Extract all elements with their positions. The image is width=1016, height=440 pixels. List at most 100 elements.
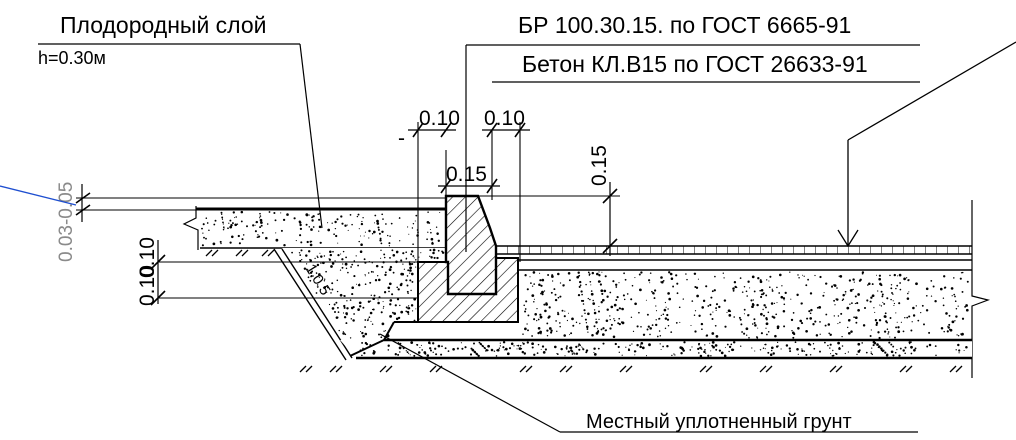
sand-speck <box>698 344 700 346</box>
sand-speck <box>699 346 702 350</box>
sand-speck <box>312 226 315 228</box>
sand-speck <box>876 343 879 346</box>
sand-speck <box>627 348 631 352</box>
sand-speck <box>629 344 631 347</box>
sand-speck <box>711 290 714 293</box>
sand-speck <box>566 319 568 322</box>
sand-speck <box>857 342 861 346</box>
sand-speck <box>222 221 224 224</box>
sand-speck <box>833 299 836 302</box>
sand-speck <box>838 347 841 350</box>
sand-speck <box>702 299 706 303</box>
sand-speck <box>411 227 414 229</box>
sand-speck <box>829 333 832 337</box>
sand-speck <box>343 306 346 309</box>
sand-speck <box>456 347 459 350</box>
sand-speck <box>639 288 642 292</box>
sand-speck <box>333 233 335 236</box>
sand-speck <box>728 345 732 349</box>
sand-speck <box>299 227 303 231</box>
sand-speck <box>557 296 560 299</box>
sand-speck <box>895 326 898 329</box>
sand-speck <box>739 318 742 321</box>
sand-speck <box>334 227 337 230</box>
sand-speck <box>240 210 244 214</box>
sand-speck <box>957 334 960 337</box>
sand-speck <box>399 342 402 345</box>
sand-speck <box>408 233 410 235</box>
sand-speck <box>426 238 428 241</box>
sand-speck <box>405 279 408 282</box>
sand-speck <box>581 346 583 348</box>
sand-speck <box>809 292 813 295</box>
sand-speck <box>601 271 603 273</box>
sand-speck <box>724 346 726 348</box>
sand-speck <box>809 343 812 346</box>
sand-speck <box>409 266 412 270</box>
sand-speck <box>498 347 501 349</box>
sand-speck <box>675 322 678 324</box>
sand-speck <box>764 348 766 350</box>
sand-speck <box>572 324 575 327</box>
sand-speck <box>383 291 387 294</box>
sand-speck <box>342 250 345 253</box>
sand-speck <box>825 282 828 285</box>
sand-speck <box>311 216 314 219</box>
sand-speck <box>854 316 858 320</box>
sand-speck <box>319 252 321 254</box>
sand-speck <box>407 305 410 307</box>
sand-speck <box>560 347 563 351</box>
sand-speck <box>437 239 440 242</box>
sand-speck <box>351 263 354 266</box>
sand-speck <box>255 221 258 224</box>
sand-speck <box>910 329 913 332</box>
sand-speck <box>260 224 263 227</box>
sand-speck <box>417 351 421 354</box>
sand-speck <box>640 326 642 328</box>
ground-tick <box>261 249 269 257</box>
sand-speck <box>541 290 544 294</box>
sand-speck <box>883 330 887 333</box>
sand-speck <box>743 332 746 335</box>
sand-speck <box>678 306 681 309</box>
sand-speck <box>396 298 400 301</box>
sand-speck <box>389 315 392 318</box>
sand-speck <box>878 274 882 277</box>
sand-speck <box>925 294 928 297</box>
sand-speck <box>427 211 429 213</box>
sand-speck <box>683 341 686 344</box>
sand-speck <box>741 331 743 333</box>
sand-speck <box>526 323 528 325</box>
sand-speck <box>815 334 819 337</box>
sand-speck <box>551 275 554 278</box>
ground-tick <box>899 365 907 373</box>
sand-speck <box>527 329 529 332</box>
sand-speck <box>356 283 358 285</box>
sand-speck <box>913 348 916 352</box>
sand-speck <box>711 332 715 335</box>
sand-speck <box>377 228 380 231</box>
sand-speck <box>753 290 756 293</box>
sand-speck <box>670 277 674 280</box>
sand-speck <box>335 316 339 319</box>
road-base-texture <box>522 271 969 340</box>
sand-speck <box>317 213 320 216</box>
sand-speck <box>203 236 205 239</box>
sand-speck <box>432 248 436 252</box>
sand-speck <box>890 284 893 286</box>
sand-speck <box>759 289 761 292</box>
sand-speck <box>336 279 339 282</box>
sand-speck <box>613 319 616 322</box>
sand-speck <box>367 300 371 303</box>
sand-speck <box>715 307 718 310</box>
sand-speck <box>598 271 600 273</box>
sand-speck <box>783 303 786 306</box>
sand-speck <box>890 350 894 354</box>
sand-speck <box>536 352 539 354</box>
sand-speck <box>317 256 319 259</box>
sand-speck <box>659 334 662 337</box>
sand-speck <box>591 334 594 337</box>
sand-speck <box>409 272 411 274</box>
sand-speck <box>329 250 332 253</box>
sand-speck <box>647 325 650 328</box>
